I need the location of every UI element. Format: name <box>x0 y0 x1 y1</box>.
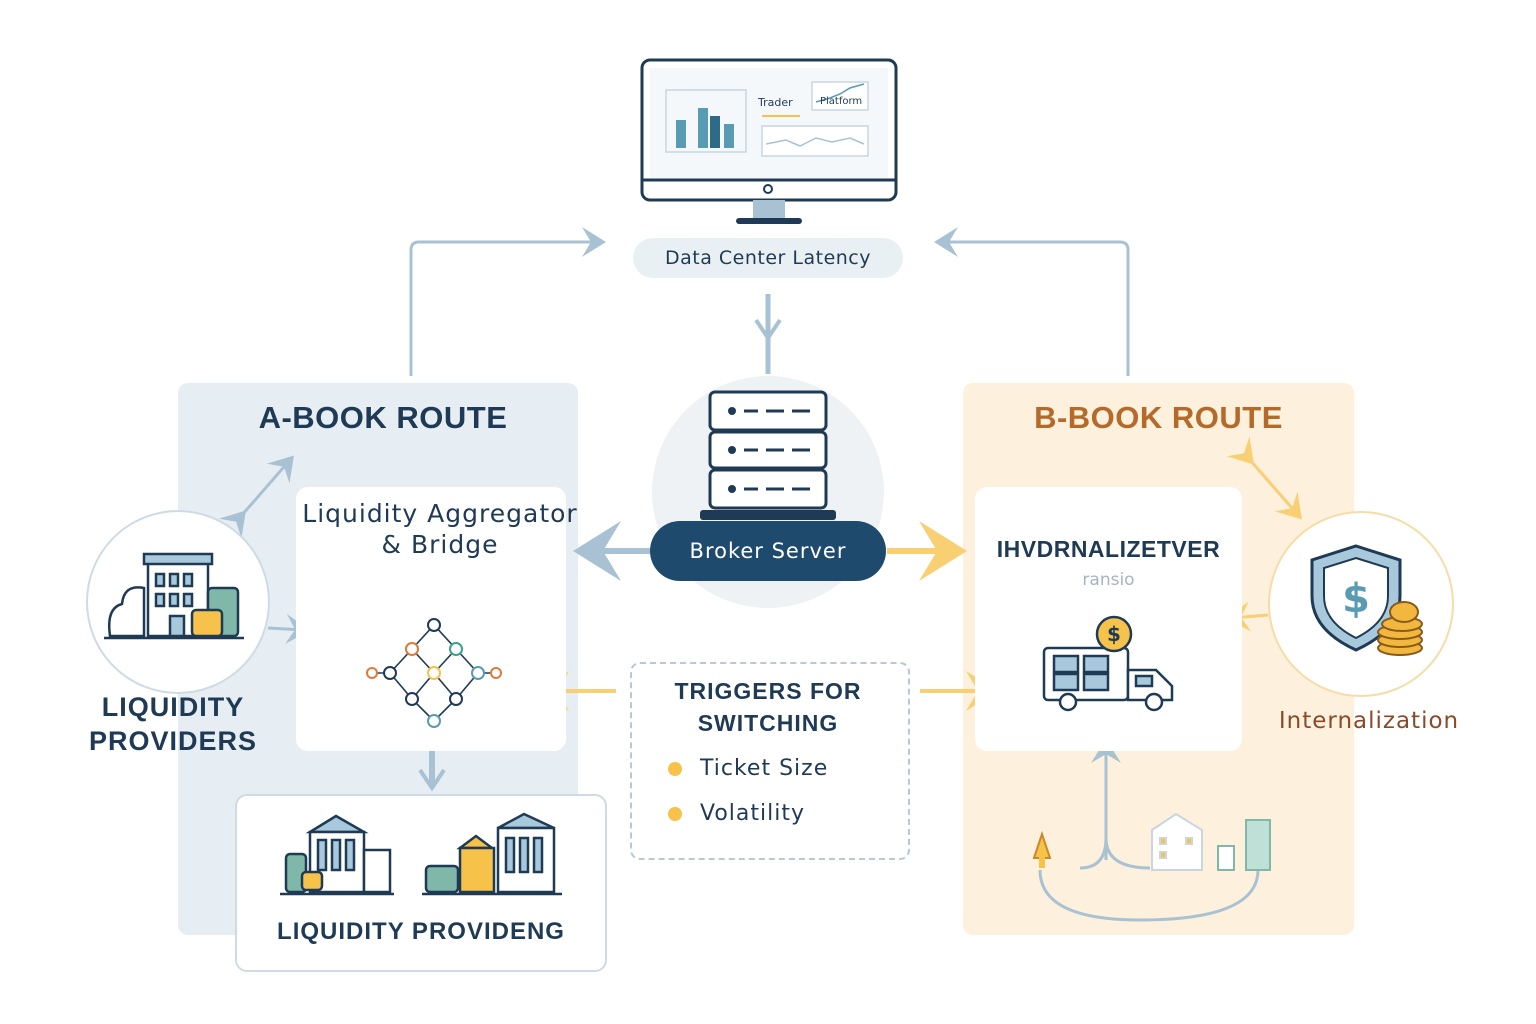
internalization-label: Internalization <box>1278 708 1460 734</box>
delivery-truck-icon: $ <box>1042 615 1174 712</box>
a-book-to-monitor-arrow <box>409 227 606 376</box>
b-book-route-title: B-BOOK ROUTE <box>1034 400 1283 435</box>
internalization-double-arrow <box>1226 436 1302 520</box>
lp-double-arrow <box>218 455 294 539</box>
a-book-route-title: A-BOOK ROUTE <box>258 400 508 435</box>
trigger-text: Ticket Size <box>700 756 829 781</box>
b-book-assets-icon <box>1032 812 1271 871</box>
network-nodes-icon <box>366 618 502 728</box>
server-rack-icon <box>700 390 836 520</box>
triggers-box <box>630 662 910 860</box>
svg-text:$: $ <box>1342 576 1370 622</box>
triggers-title: TRIGGERS FOR SWITCHING <box>674 678 862 736</box>
b-book-to-monitor-arrow <box>934 227 1130 376</box>
city-buildings-icon <box>104 552 244 640</box>
liquidity-providing-label: LIQUIDITY PROVIDENG <box>277 918 565 945</box>
liquidity-providers-label: LIQUIDITY PROVIDERS <box>88 692 258 756</box>
data-center-latency-label: Data Center Latency <box>633 238 903 278</box>
aggregator-label: Liquidity Aggregator & Bridge <box>302 499 578 559</box>
broker-server-label: Broker Server <box>650 521 886 581</box>
trigger-item-ticket-size: Ticket Size <box>668 752 898 786</box>
trigger-item-volatility: Volatility <box>668 797 898 831</box>
trigger-text: Volatility <box>700 801 806 826</box>
trading-monitor-icon <box>640 58 898 224</box>
platform-label: Platform <box>820 96 863 107</box>
bullet-icon <box>668 762 682 776</box>
trader-label: Trader <box>758 96 793 109</box>
internalizer-label: IHVDRNALIZETVER <box>996 536 1221 562</box>
internalizer-sublabel: ransio <box>1082 570 1135 590</box>
shield-dollar-icon: $ <box>1310 544 1423 656</box>
svg-text:$: $ <box>1107 622 1121 646</box>
bank-buildings-icon <box>280 812 562 896</box>
bullet-icon <box>668 807 682 821</box>
b-book-loop-arrow <box>1038 869 1260 922</box>
liquidity-providers-circle <box>86 510 270 694</box>
